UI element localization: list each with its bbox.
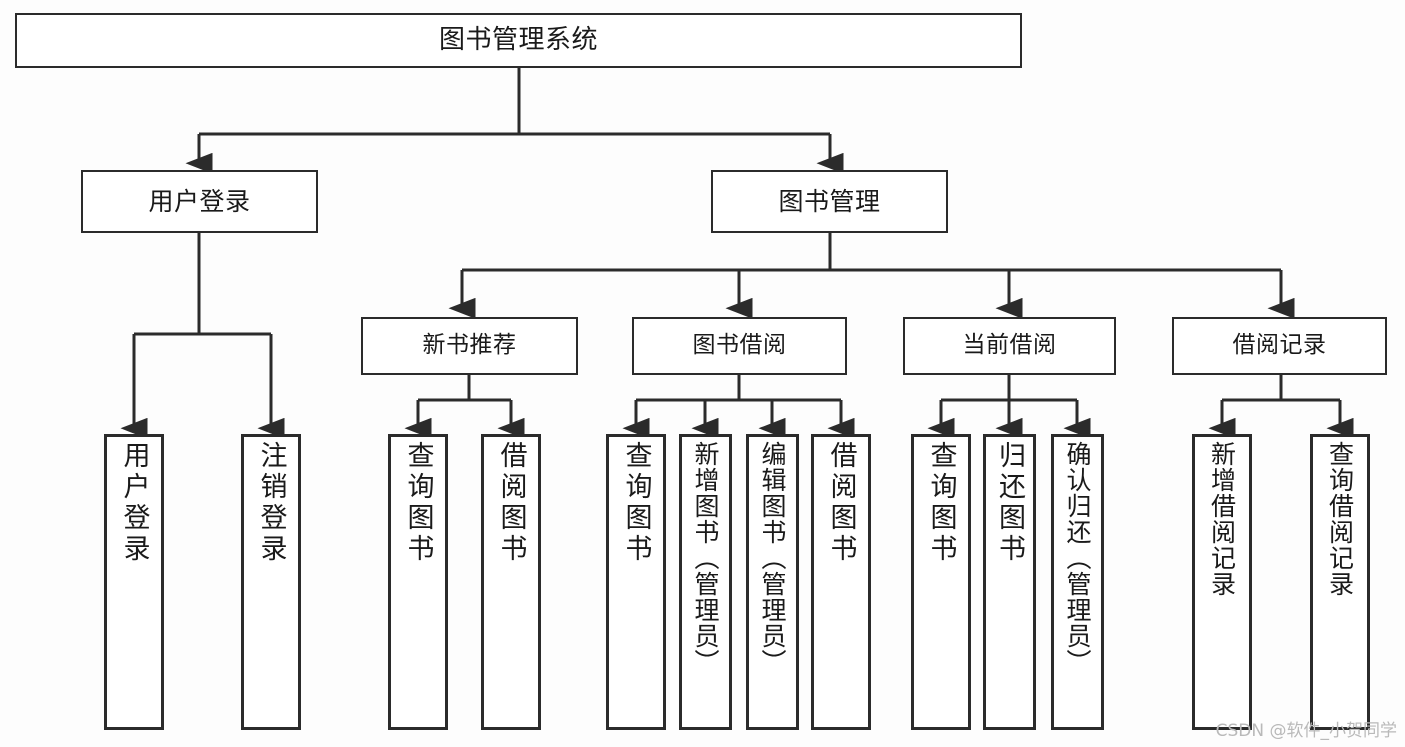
leaf-record-add-borrow-record[interactable]: 新增借阅记录: [1192, 434, 1252, 730]
leaf-current-return-book[interactable]: 归还图书: [983, 434, 1036, 730]
node-root-book-management-system[interactable]: 图书管理系统: [15, 13, 1022, 68]
node-borrow-record[interactable]: 借阅记录: [1172, 317, 1387, 375]
node-label: 查询图书: [402, 441, 434, 565]
node-book-borrow[interactable]: 图书借阅: [632, 317, 847, 375]
leaf-current-confirm-return-admin[interactable]: 确认归还（管理员）: [1051, 434, 1104, 730]
node-label: 确认归还（管理员）: [1063, 441, 1092, 675]
node-label: 编辑图书（管理员）: [758, 441, 787, 675]
leaf-record-query-borrow-record[interactable]: 查询借阅记录: [1310, 434, 1370, 730]
node-label: 图书管理系统: [438, 25, 598, 56]
node-label: 用户登录: [148, 186, 251, 216]
node-label: 查询借阅记录: [1325, 441, 1355, 597]
node-label: 借阅图书: [495, 441, 527, 565]
node-book-management[interactable]: 图书管理: [711, 170, 948, 233]
leaf-borrow-borrow-book[interactable]: 借阅图书: [811, 434, 871, 730]
leaf-borrow-add-book-admin[interactable]: 新增图书（管理员）: [679, 434, 732, 730]
node-label: 查询图书: [620, 441, 652, 565]
node-new-book-recommend[interactable]: 新书推荐: [361, 317, 578, 375]
leaf-new-book-query-book[interactable]: 查询图书: [388, 434, 448, 730]
node-label: 新增借阅记录: [1207, 441, 1237, 597]
leaf-new-book-borrow-book[interactable]: 借阅图书: [481, 434, 541, 730]
leaf-user-login-signin[interactable]: 用户登录: [104, 434, 164, 730]
node-label: 查询图书: [925, 441, 957, 565]
leaf-current-query-book[interactable]: 查询图书: [911, 434, 971, 730]
leaf-user-login-signout[interactable]: 注销登录: [241, 434, 301, 730]
leaf-borrow-query-book[interactable]: 查询图书: [606, 434, 666, 730]
node-label: 当前借阅: [962, 332, 1057, 359]
node-user-login[interactable]: 用户登录: [81, 170, 318, 233]
node-label: 新书推荐: [422, 332, 517, 359]
watermark-csdn: CSDN @软件_小贺同学: [1215, 721, 1397, 741]
node-label: 借阅记录: [1232, 332, 1327, 359]
node-label: 新增图书（管理员）: [691, 441, 720, 675]
leaf-borrow-edit-book-admin[interactable]: 编辑图书（管理员）: [746, 434, 799, 730]
node-label: 用户登录: [118, 441, 150, 565]
node-label: 归还图书: [994, 441, 1025, 565]
node-label: 借阅图书: [825, 441, 857, 565]
node-label: 注销登录: [255, 441, 287, 565]
node-current-borrow[interactable]: 当前借阅: [903, 317, 1116, 375]
node-label: 图书管理: [778, 186, 881, 216]
node-label: 图书借阅: [692, 332, 787, 359]
